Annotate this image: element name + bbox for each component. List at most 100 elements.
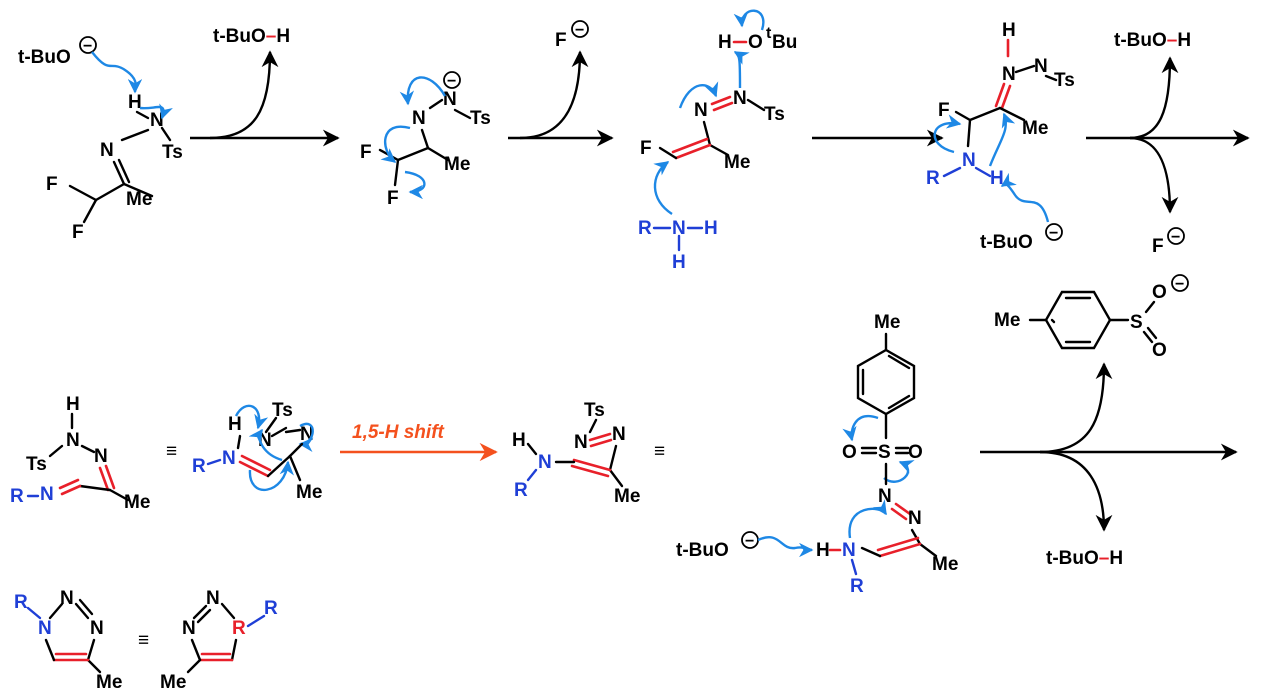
structure-1-difluoro-hydrazone: t-BuO − H N Ts N Me F F — [18, 36, 183, 243]
bond-cn-double-b — [1000, 84, 1012, 110]
bond-n1-c — [230, 638, 238, 662]
tbuoh-oxygen: O — [748, 32, 763, 53]
equivalence-sign-2: ≡ — [654, 441, 665, 462]
minus-sign: − — [745, 533, 754, 550]
nitrogen-imine: N — [100, 140, 114, 161]
tbuoh-label-1: t-BuO–H — [213, 26, 290, 47]
methyl-label: Me — [1022, 118, 1048, 139]
sulfur: S — [1130, 312, 1143, 333]
bond-c-f2 — [82, 198, 98, 224]
bond-c-me — [186, 658, 202, 674]
bond-azo-b — [712, 101, 734, 112]
methyl-label: Me — [296, 482, 322, 503]
bond-r-n — [26, 606, 42, 620]
h-shift-arrow: 1,5-H shift — [340, 422, 498, 462]
negative-charge-icon — [1167, 227, 1185, 245]
fluoride-label: F — [1152, 236, 1164, 257]
h-shift-label: 1,5-H shift — [352, 422, 445, 443]
bond-c-chf2 — [94, 182, 126, 202]
tosyl-label: Ts — [764, 104, 785, 125]
sulfinate-methyl: Me — [994, 310, 1020, 331]
structure-8-sulfonyl-triazene: Me S O O N N Me N R H t-BuO − — [676, 312, 958, 597]
structure-6-cyclic-transition: H Ts N N N R Me — [192, 400, 322, 503]
ring-double-2 — [887, 394, 911, 410]
bond-cn-a — [98, 466, 110, 492]
curly-arrow-nh-to-n — [848, 499, 887, 539]
bond-n-ts — [48, 444, 64, 458]
bond-nn-b — [589, 438, 613, 448]
equivalence-sign-3: ≡ — [138, 630, 149, 651]
bond-n-n — [1014, 64, 1036, 74]
r-group: R — [850, 576, 864, 597]
negative-charge-icon — [1045, 223, 1063, 241]
bond-nn-b — [890, 507, 908, 521]
equivalence-sign-1: ≡ — [166, 441, 177, 462]
bond-c-n — [288, 442, 304, 458]
bond-n-c — [608, 444, 618, 472]
ring-double-3 — [1050, 318, 1056, 324]
bond-n-r — [850, 558, 858, 576]
bond-n2-n3 — [74, 602, 90, 620]
tosyl-label: Ts — [26, 454, 47, 475]
bond-n-ts — [588, 418, 598, 434]
bond-c-me — [998, 106, 1026, 122]
fluorine-2: F — [72, 222, 84, 243]
fluorine-2: F — [387, 188, 399, 209]
byproduct-arrow-1 — [209, 50, 279, 140]
curly-arrow-tbuo — [1000, 172, 1050, 223]
fluorine: F — [938, 100, 950, 121]
nitrogen-ring: N — [908, 508, 922, 529]
bond-n-ts — [453, 108, 472, 120]
fluoride-label: F — [555, 30, 567, 51]
bond-r-n — [206, 458, 222, 466]
transfer-hydrogen: H — [228, 414, 242, 435]
methyl-label: Me — [724, 152, 750, 173]
curly-arrow-ring-2 — [248, 428, 283, 462]
bond-c-n1 — [44, 638, 56, 662]
methyl-label: Me — [126, 189, 152, 210]
structure-7-triazene: Ts N N Me N H R — [512, 400, 640, 507]
minus-sign: − — [83, 38, 92, 55]
byproduct-arrow-down-final — [1039, 450, 1113, 532]
reaction-arrow-2: F − — [508, 20, 614, 147]
bond-n-c — [702, 120, 712, 147]
methyl-label: Me — [160, 672, 186, 693]
amine-h: H — [512, 430, 526, 451]
tbu-t: t — [766, 25, 772, 42]
byproduct-arrow-up-4 — [1129, 56, 1179, 140]
bond-n-ts — [1044, 74, 1058, 82]
tbuo-anion-label: t-BuO — [18, 47, 71, 68]
nitrogen-ts: N — [1034, 56, 1048, 77]
nitrogen-2: N — [612, 424, 626, 445]
curly-arrow-anion — [399, 76, 447, 106]
methyl-label: Me — [444, 154, 470, 175]
minus-sign: − — [1175, 276, 1184, 293]
nitrogen-nh: N — [1002, 64, 1016, 85]
bond-c-f1 — [68, 184, 98, 202]
bond-cn-double-a — [112, 160, 126, 186]
negative-charge-icon — [571, 20, 589, 38]
bond-nn-a — [588, 432, 612, 442]
bond-c-me — [86, 658, 102, 674]
methyl-label: Me — [614, 486, 640, 507]
bond-c-c — [78, 484, 112, 492]
bond-n-r — [526, 468, 538, 482]
structure-triazole-1: R N N N Me — [14, 588, 122, 693]
r-group: R — [264, 598, 278, 619]
bond-n-n — [270, 426, 288, 438]
bond-h-n — [236, 434, 242, 450]
curly-arrow-nn — [298, 422, 314, 452]
bond-cn-imine-b — [58, 478, 80, 490]
amine-nitrogen: N — [538, 452, 552, 473]
bond-nn-a — [894, 502, 912, 516]
curly-arrow-cn — [380, 125, 411, 163]
bond-c-me — [918, 542, 938, 558]
r-group: R — [514, 480, 528, 501]
bond-n-n — [80, 444, 96, 454]
bond-c-me — [108, 488, 130, 502]
nitrogen-2: N — [206, 588, 220, 609]
bond-c-me — [288, 454, 302, 482]
bond-c-n3 — [190, 638, 202, 662]
bond-c-chf — [968, 106, 1002, 122]
